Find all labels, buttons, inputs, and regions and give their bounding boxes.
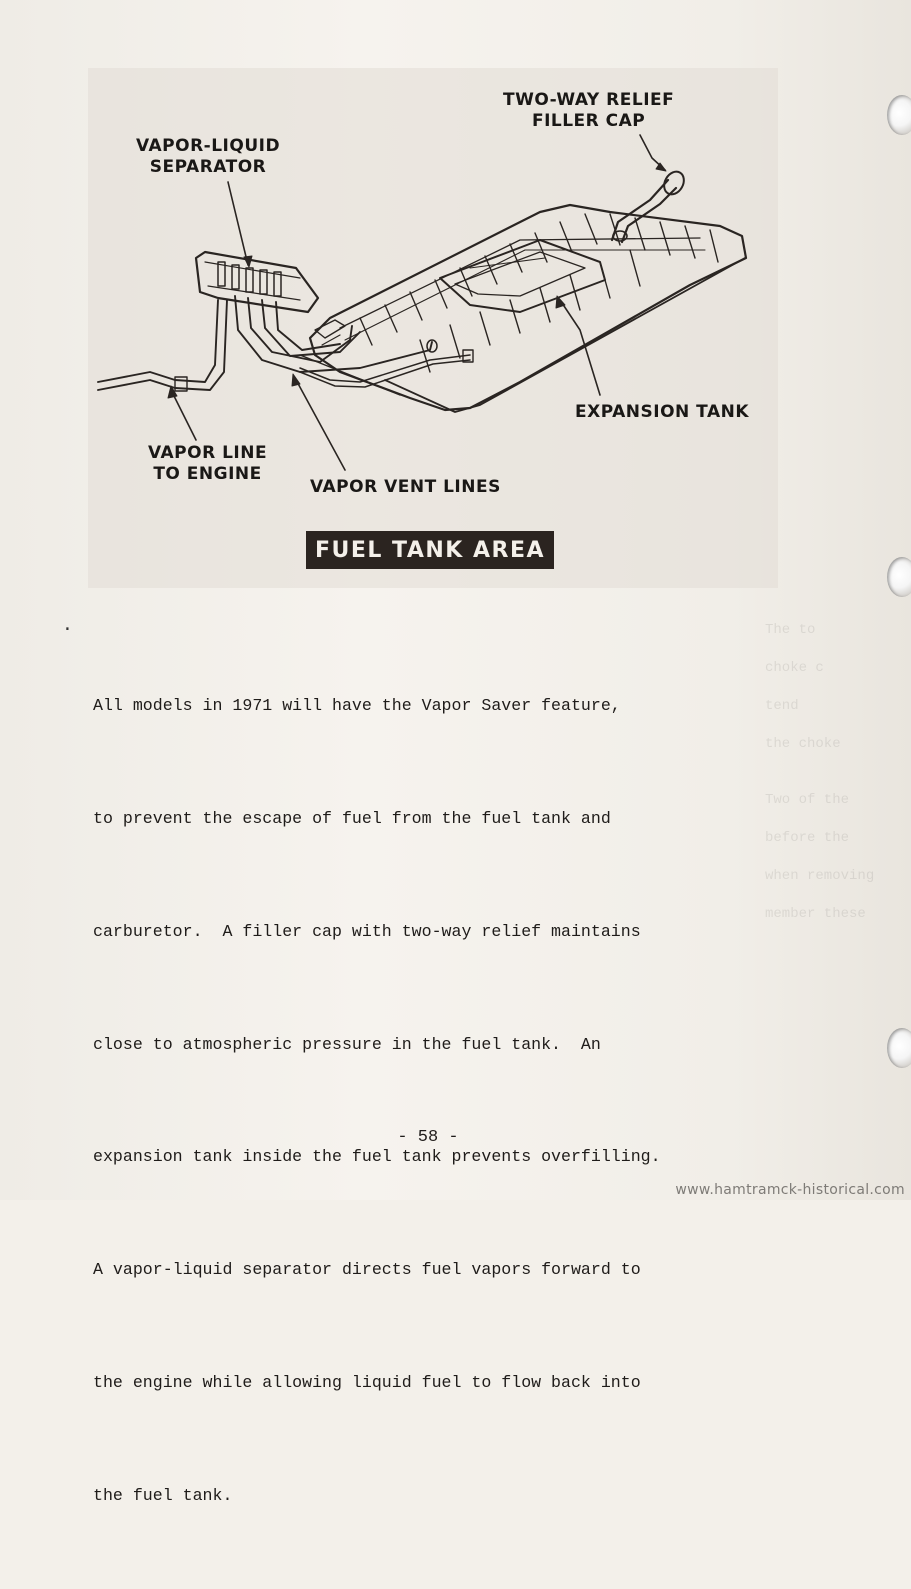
label-vapor-line: VAPOR LINE TO ENGINE [148,443,267,485]
binder-hole-bottom [887,1028,911,1068]
leader-expansion-tank [559,299,601,396]
binder-hole-top [887,95,911,135]
show-through-text: choke c [765,660,824,676]
body-line: expansion tank inside the fuel tank prev… [93,1147,661,1167]
page-number: - 58 - [397,1128,459,1147]
figure-title: FUEL TANK AREA [306,531,554,569]
show-through-text: the choke [765,736,841,752]
label-separator-line1: VAPOR-LIQUID [136,136,281,156]
label-expansion-tank: EXPANSION TANK [575,402,749,423]
body-line: to prevent the escape of fuel from the f… [93,808,611,828]
label-vapor-line-line2: TO ENGINE [153,464,262,484]
show-through-text: Two of the [765,792,850,808]
binder-hole-middle [887,557,911,597]
label-separator: VAPOR-LIQUID SEPARATOR [136,136,280,178]
show-through-text: before the [765,830,850,846]
vapor-line-shape [97,299,219,383]
body-line: close to atmospheric pressure in the fue… [93,1034,601,1054]
watermark-text: www.hamtramck-historical.com [675,1182,905,1198]
tank-ribs [359,213,719,373]
leader-separator [227,181,249,266]
body-line: the fuel tank. [93,1485,233,1505]
vapor-vent-lines-shape [234,295,433,373]
leader-vapor-line [171,391,197,441]
label-relief-cap: TWO-WAY RELIEF FILLER CAP [503,90,674,132]
leader-vent-lines [294,377,346,471]
show-through-text: The to [765,622,816,638]
body-line: carburetor. A filler cap with two-way re… [93,921,641,941]
label-vapor-line-line1: VAPOR LINE [148,443,268,463]
fuel-tank-diagram [97,134,748,471]
label-vent-lines: VAPOR VENT LINES [310,477,501,498]
separator-shape [194,250,320,314]
body-line: All models in 1971 will have the Vapor S… [93,696,621,716]
figure-background [88,68,778,588]
body-line: A vapor-liquid separator directs fuel va… [93,1260,641,1280]
paragraph-bullet: · [62,619,73,640]
show-through-text: tend [765,698,799,714]
expansion-tank-shape [439,239,606,313]
label-relief-cap-line2: FILLER CAP [531,111,646,131]
body-line: the engine while allowing liquid fuel to… [93,1372,641,1392]
label-vent-lines-text: VAPOR VENT LINES [310,477,501,497]
scanned-page: TWO-WAY RELIEF FILLER CAP VAPOR-LIQUID S… [0,0,911,1505]
show-through-text: when removing [765,868,875,884]
label-relief-cap-line1: TWO-WAY RELIEF [503,90,675,110]
fuel-tank-skirt [384,257,746,413]
label-separator-line2: SEPARATOR [149,157,267,177]
label-expansion-tank-text: EXPANSION TANK [575,402,750,422]
filler-neck [610,178,670,242]
filler-cap-shape [663,170,685,196]
body-paragraph: All models in 1971 will have the Vapor S… [93,612,733,1589]
separator-nipples [217,261,282,297]
show-through-text: member these [765,906,866,922]
